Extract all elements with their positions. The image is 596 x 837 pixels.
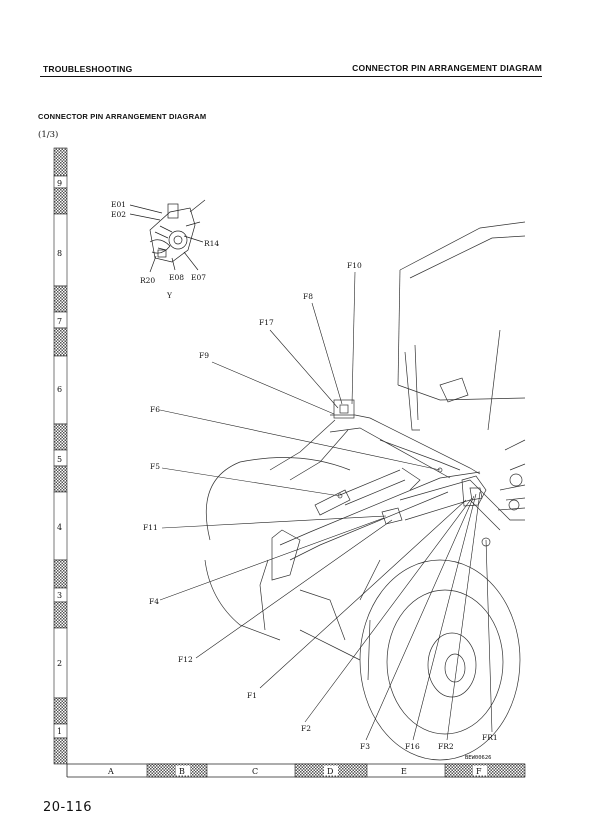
- sheet-indicator: (1/3): [38, 130, 59, 140]
- row-label: 1: [57, 727, 62, 736]
- label-r20: R20: [140, 276, 155, 285]
- callout-f6: F6: [150, 405, 160, 414]
- row-label: 2: [57, 659, 62, 668]
- callout-f4: F4: [149, 597, 159, 606]
- column-label: A: [107, 767, 114, 776]
- label-e08: E08: [169, 273, 184, 282]
- column-label: F: [476, 767, 482, 776]
- callout-f12: F12: [178, 655, 193, 664]
- row-label: 7: [57, 317, 62, 326]
- column-label: C: [252, 767, 258, 776]
- column-label: E: [401, 767, 407, 776]
- label-e02: E02: [111, 210, 126, 219]
- header-section-title: TROUBLESHOOTING: [43, 64, 133, 74]
- callout-f5: F5: [150, 462, 160, 471]
- callout-f10: F10: [347, 261, 362, 270]
- callout-f17: F17: [259, 318, 274, 327]
- label-e01: E01: [111, 200, 126, 209]
- detail-view-y: [129, 199, 206, 273]
- page-number: 20-116: [43, 800, 93, 815]
- callout-f9: F9: [199, 351, 209, 360]
- row-label: 5: [57, 455, 62, 464]
- leader-lines: [159, 271, 493, 741]
- row-label: 4: [57, 523, 62, 532]
- column-label: D: [327, 767, 333, 776]
- callout-fr2: FR2: [438, 742, 454, 751]
- callout-f11: F11: [143, 523, 158, 532]
- view-label-y: Y: [166, 291, 173, 300]
- row-ruler: 9 8 7 6 5 4 3 2 1: [53, 147, 68, 765]
- drawing-code: BEW00626: [465, 755, 492, 761]
- label-e07: E07: [191, 273, 206, 282]
- row-label: 6: [57, 385, 62, 394]
- row-label: 8: [57, 249, 62, 258]
- row-label: 9: [57, 179, 62, 188]
- section-title: CONNECTOR PIN ARRANGEMENT DIAGRAM: [38, 112, 207, 121]
- callout-f16: F16: [405, 742, 420, 751]
- machine-illustration: [204, 221, 526, 761]
- callout-f3: F3: [360, 742, 370, 751]
- label-r14: R14: [204, 239, 219, 248]
- column-ruler: A B C D E F: [66, 763, 526, 778]
- callout-f2: F2: [301, 724, 311, 733]
- header-page-title: CONNECTOR PIN ARRANGEMENT DIAGRAM: [352, 63, 542, 73]
- row-label: 3: [57, 591, 62, 600]
- callout-f1: F1: [247, 691, 257, 700]
- callout-f8: F8: [303, 292, 313, 301]
- header-rule: [40, 76, 542, 77]
- column-label: B: [179, 767, 185, 776]
- callout-fr1: FR1: [482, 733, 498, 742]
